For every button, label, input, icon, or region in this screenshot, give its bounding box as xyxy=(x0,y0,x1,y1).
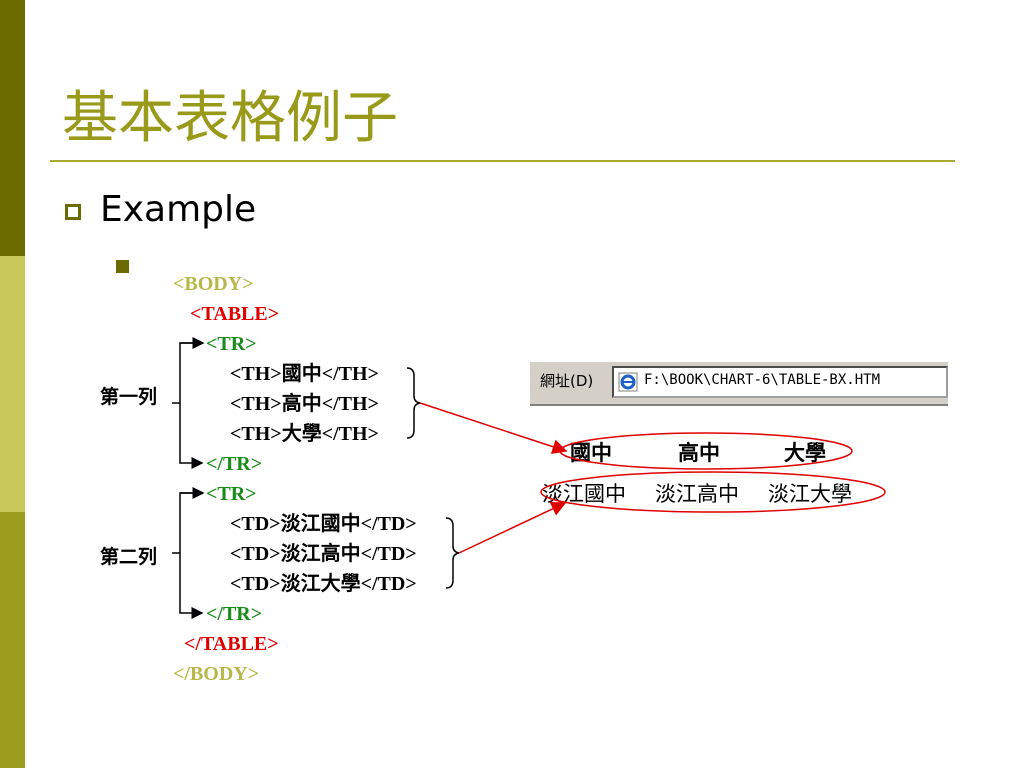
code-body-close: </BODY> xyxy=(173,663,260,685)
accent-bar-bottom xyxy=(0,512,25,768)
rendered-th-2: 高中 xyxy=(678,441,720,465)
title-divider xyxy=(50,160,955,162)
code-table-open: <TABLE> xyxy=(190,303,280,325)
rendered-th-1: 國中 xyxy=(570,441,612,465)
code-td3: <TD>淡江大學</TD> xyxy=(230,573,417,595)
address-url: F:\BOOK\CHART-6\TABLE-BX.HTM xyxy=(644,372,881,388)
ie-page-icon xyxy=(618,372,638,392)
hollow-square-bullet-icon xyxy=(65,204,81,220)
code-th3: <TH>大學</TH> xyxy=(230,423,379,445)
address-label: 網址(D) xyxy=(540,372,594,390)
row2-bracket xyxy=(179,492,204,619)
filled-square-bullet-icon xyxy=(116,260,129,273)
rendered-td-3: 淡江大學 xyxy=(768,482,852,506)
row-label-first: 第一列 xyxy=(100,386,158,408)
row-label-second: 第二列 xyxy=(100,546,158,568)
accent-bar-middle xyxy=(0,256,25,512)
code-tr1-open: <TR> xyxy=(206,333,257,355)
td-group-brace xyxy=(445,517,460,589)
accent-bar-top xyxy=(0,0,25,256)
rendered-th-3: 大學 xyxy=(784,441,826,465)
row1-bracket xyxy=(179,342,204,469)
code-td1: <TD>淡江國中</TD> xyxy=(230,513,417,535)
rendered-td-1: 淡江國中 xyxy=(542,482,626,506)
arrow-td-to-cells xyxy=(458,501,567,554)
code-tr2-close: </TR> xyxy=(206,603,263,625)
left-accent-bar xyxy=(0,0,25,768)
code-body-open: <BODY> xyxy=(173,273,254,295)
bullet-text-example: Example xyxy=(100,189,257,230)
rendered-td-2: 淡江高中 xyxy=(655,482,739,506)
arrow-th-to-header xyxy=(419,402,568,454)
code-table-close: </TABLE> xyxy=(184,633,279,655)
address-field[interactable]: F:\BOOK\CHART-6\TABLE-BX.HTM xyxy=(612,366,948,398)
code-tr1-close: </TR> xyxy=(206,453,263,475)
code-tr2-open: <TR> xyxy=(206,483,257,505)
code-th2: <TH>高中</TH> xyxy=(230,393,379,415)
code-td2: <TD>淡江高中</TD> xyxy=(230,543,417,565)
code-th1: <TH>國中</TH> xyxy=(230,363,379,385)
th-group-brace xyxy=(406,367,421,439)
slide-title: 基本表格例子 xyxy=(62,86,398,151)
browser-address-bar: 網址(D) F:\BOOK\CHART-6\TABLE-BX.HTM xyxy=(530,362,948,406)
